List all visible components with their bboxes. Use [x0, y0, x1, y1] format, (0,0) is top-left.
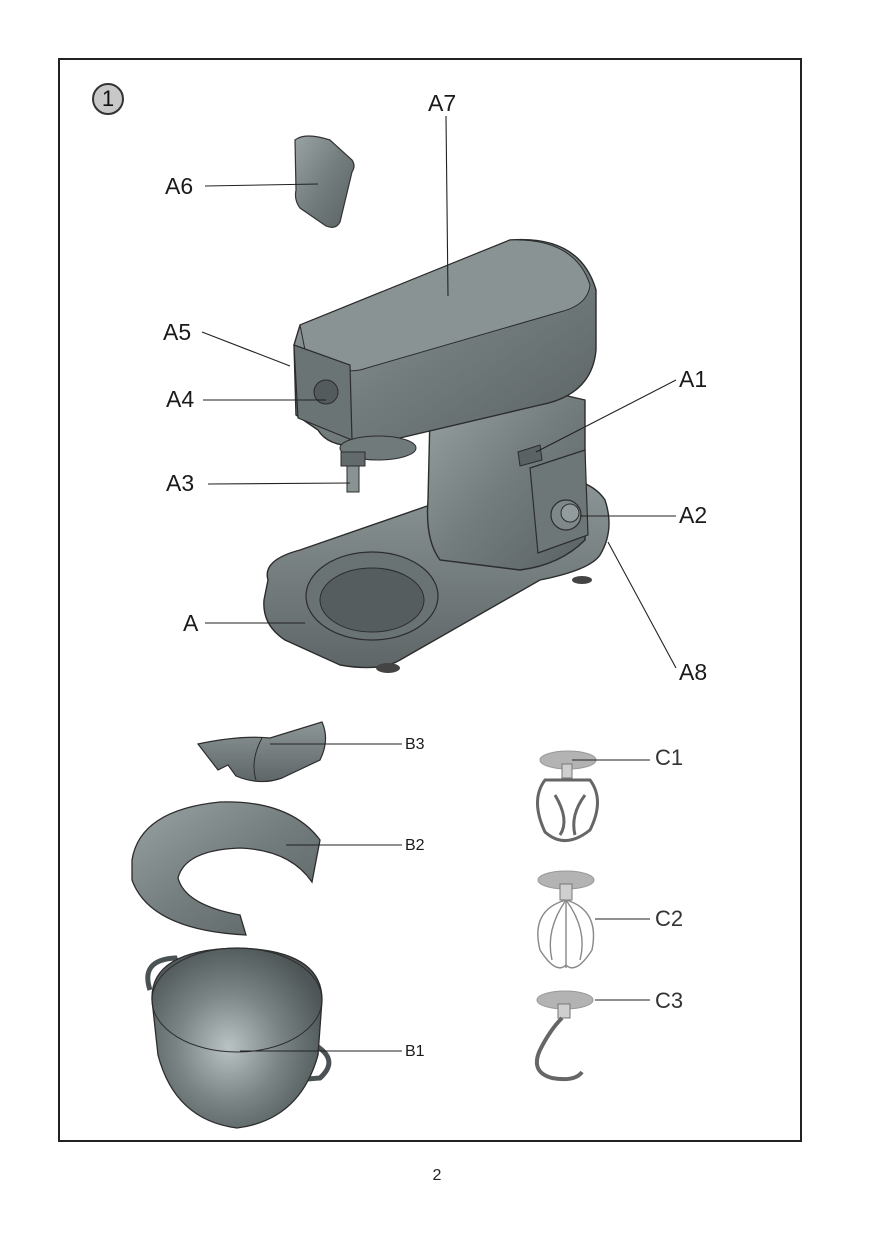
figure-number-badge: 1	[92, 83, 124, 115]
label-c2: C2	[655, 906, 684, 931]
part-b3	[196, 721, 327, 783]
leader-lines	[201, 115, 677, 1052]
part-c1-beater	[536, 750, 599, 842]
figure-frame	[58, 58, 802, 1142]
part-c2-whisk	[537, 870, 595, 969]
label-a6: A6	[165, 173, 194, 199]
label-b2: B2	[405, 837, 425, 854]
label-a3: A3	[166, 470, 195, 496]
page-number: 2	[432, 1167, 442, 1184]
label-b1: B1	[405, 1043, 425, 1060]
label-b3: B3	[405, 736, 425, 753]
label-c1: C1	[655, 745, 684, 770]
lid-a6	[294, 135, 355, 228]
label-a7: A7	[428, 90, 457, 116]
label-a2: A2	[679, 502, 708, 528]
label-a8: A8	[679, 659, 708, 685]
part-b1-bowl	[145, 947, 332, 1129]
stand-mixer	[263, 238, 610, 673]
part-b2	[131, 801, 321, 936]
label-a4: A4	[166, 386, 195, 412]
label-a5: A5	[163, 319, 192, 345]
label-a: A	[183, 610, 199, 636]
part-c3-dough-hook	[535, 990, 594, 1082]
label-c3: C3	[655, 988, 684, 1013]
label-a1: A1	[679, 366, 708, 392]
